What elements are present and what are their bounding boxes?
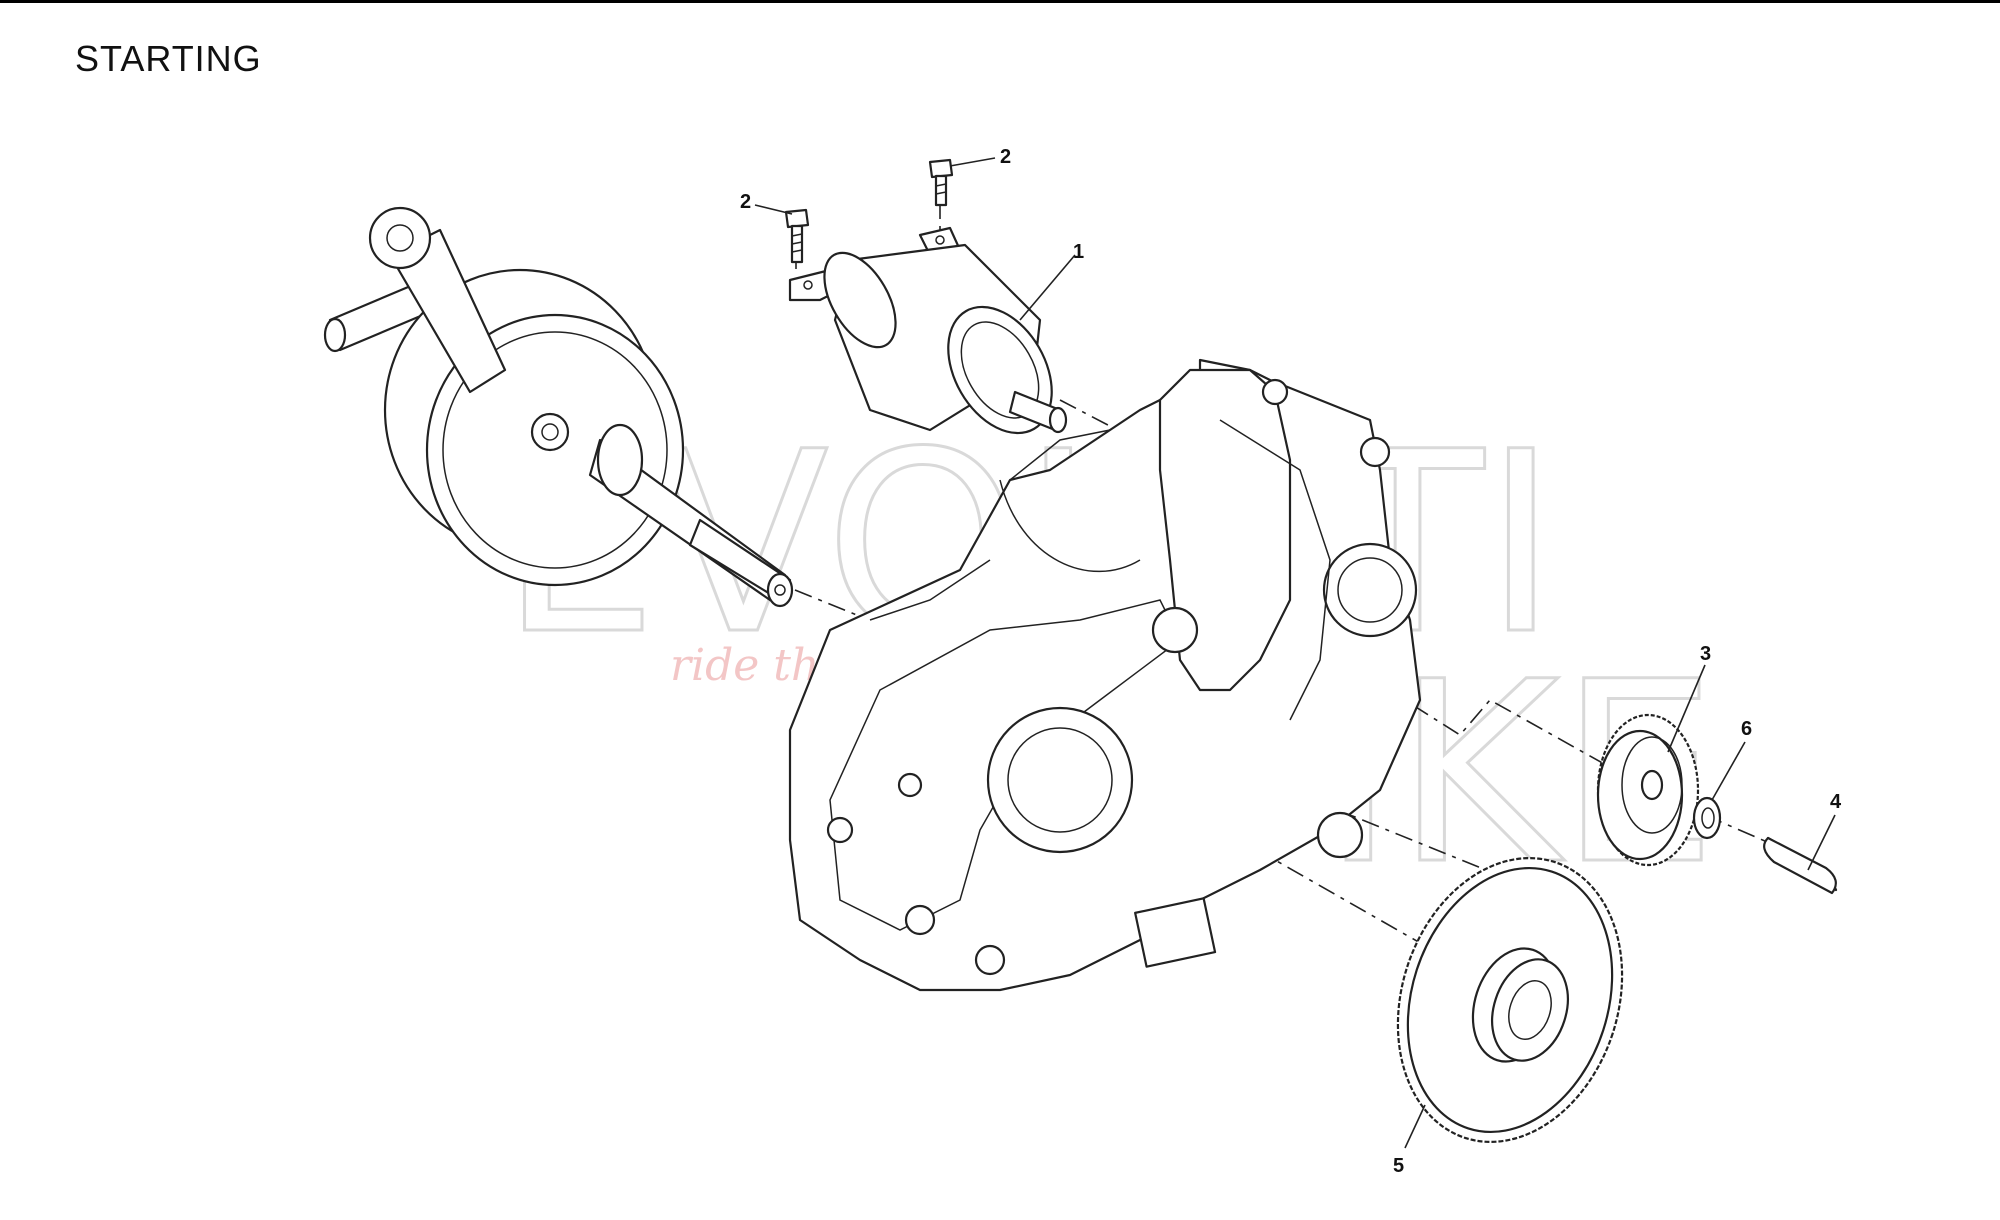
starter-driven-gear (1396, 857, 1624, 1143)
washer (1692, 796, 1722, 840)
bolt-left (784, 208, 810, 264)
top-border-line (0, 0, 2000, 3)
crankshaft-assembly (323, 206, 794, 608)
shaft-pin (1763, 836, 1838, 895)
callout-2-left: 2 (740, 191, 751, 213)
callout-2-right: 2 (1000, 146, 1011, 168)
starter-motor (788, 226, 1068, 435)
page-title: STARTING (75, 38, 262, 79)
crankcase (788, 358, 1422, 992)
bolt-right (928, 158, 954, 207)
intermediate-gear (1596, 713, 1700, 867)
callout-labels: 2 2 1 3 6 4 5 (740, 146, 1842, 1177)
callout-3: 3 (1700, 643, 1711, 665)
callout-5: 5 (1393, 1155, 1404, 1177)
callout-1: 1 (1073, 241, 1084, 263)
callout-4: 4 (1830, 791, 1842, 813)
callout-6: 6 (1741, 718, 1752, 740)
callout-leader-lines (754, 157, 1836, 1149)
